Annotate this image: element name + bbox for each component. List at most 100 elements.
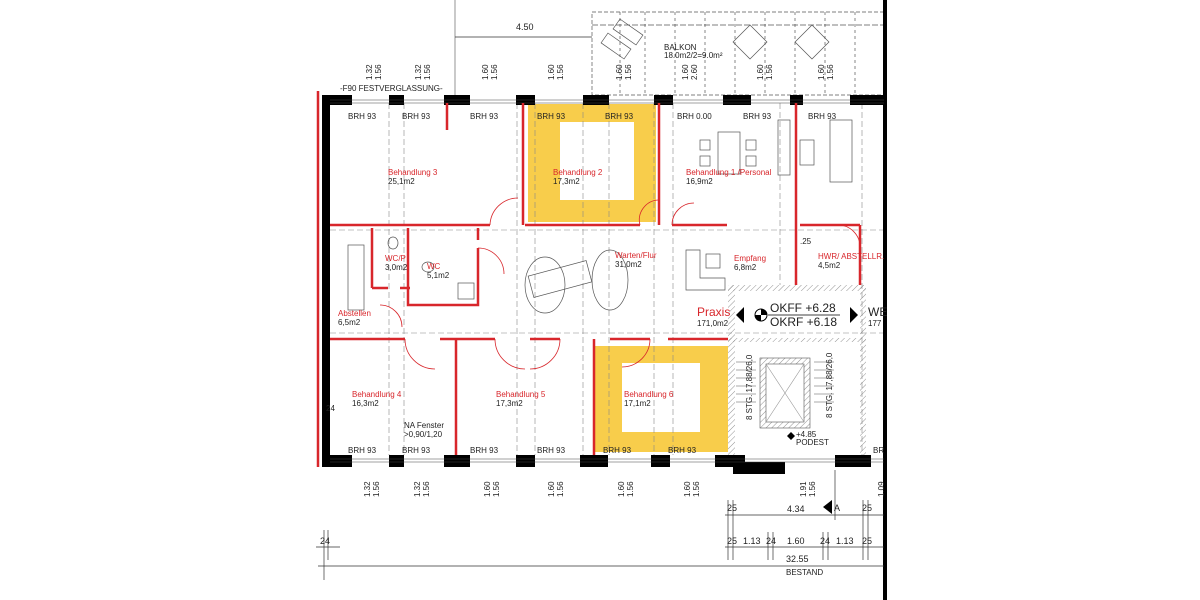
window-dimension: 1.60 xyxy=(756,64,765,80)
unit-area: 171,0m2 xyxy=(697,319,729,328)
room-area: 6,5m2 xyxy=(338,318,361,327)
unit-area: 177 xyxy=(868,319,882,328)
window-dimension: 1.60 xyxy=(683,481,692,497)
dimension-label: 25 xyxy=(727,503,737,513)
grid-lines xyxy=(330,103,884,455)
balcony-area: 18.0m2/2=9.0m² xyxy=(664,51,723,60)
window-dimension: 1.60 xyxy=(481,64,490,80)
room-area: 6,8m2 xyxy=(734,263,757,272)
window-dimension: 1.56 xyxy=(492,481,501,497)
stair-label: 8 STG. 17,88/26,0 xyxy=(745,354,754,420)
dimension-lines xyxy=(316,470,884,580)
dimension-label: 1.13 xyxy=(836,536,854,546)
parapet-height-label: BRH 93 xyxy=(537,446,566,455)
deck-chair-icon xyxy=(600,18,644,60)
window-dimension: 1.56 xyxy=(808,481,817,497)
window-dimension: 1.91 xyxy=(799,481,808,497)
dimension-label: 25 xyxy=(862,536,872,546)
room-area: 16,9m2 xyxy=(686,177,713,186)
window-dimension: 1.60 xyxy=(483,481,492,497)
section-marker-label: A xyxy=(834,503,840,513)
new-walls xyxy=(316,91,862,467)
podest-level: +4.85 xyxy=(796,430,817,439)
window-dimension: 1.56 xyxy=(626,481,635,497)
room-name: Abstellen xyxy=(338,309,371,318)
window-lines xyxy=(330,99,884,463)
glazing-label: -F90 FESTVERGLASSUNG- xyxy=(340,84,443,93)
parapet-height-label: BRH 93 xyxy=(402,112,431,121)
window-dimension: 1.56 xyxy=(826,64,835,80)
room-name: Behandlung 2 xyxy=(553,168,603,177)
doors xyxy=(379,197,861,370)
room-name: WC xyxy=(427,262,441,271)
parapet-height-label: BRH 93 xyxy=(743,112,772,121)
window-dimension: 1.60 xyxy=(817,64,826,80)
section-marker-icon xyxy=(823,500,832,514)
window-dimension: 1.56 xyxy=(556,481,565,497)
parapet-height-label: BRH 93 xyxy=(808,112,837,121)
floor-level: OKRF +6.18 xyxy=(770,315,837,329)
unit-name: WE xyxy=(868,305,887,319)
parapet-height-label: BRH 93 xyxy=(348,446,377,455)
parapet-height-label: BRH 93 xyxy=(537,112,566,121)
window-dimension: 1.56 xyxy=(372,481,381,497)
parapet-height-label: BRH 93 xyxy=(668,446,697,455)
stair-label: 8 STG. 17,88/26,0 xyxy=(825,352,834,418)
dimension-label: 1.60 xyxy=(787,536,805,546)
parapet-height-label: BRH 93 xyxy=(470,112,499,121)
window-dimension: 1.60 xyxy=(617,481,626,497)
dimension-label: 24 xyxy=(326,404,335,413)
room-area: 4,5m2 xyxy=(818,261,841,270)
room-area: 25,1m2 xyxy=(388,177,415,186)
room-name: WC/P xyxy=(385,254,406,263)
highlight-behandlung-2 xyxy=(528,104,656,222)
window-dimension: 1.56 xyxy=(374,64,383,80)
window-dimension: 1.32 xyxy=(365,64,374,80)
window-dimension: 1.09 xyxy=(877,481,886,497)
bestand-label: BESTAND xyxy=(786,568,823,577)
parapet-height-label: BRH 93 xyxy=(402,446,431,455)
highlight-behandlung-6 xyxy=(594,346,728,452)
furniture xyxy=(347,119,853,314)
room-name: Behandlung 5 xyxy=(496,390,546,399)
dimension-label: 25 xyxy=(727,536,737,546)
room-area: 31,0m2 xyxy=(615,260,642,269)
room-name: Warten/Flur xyxy=(615,251,657,260)
window-note: NA Fenster xyxy=(404,421,444,430)
window-note: >0,90/1,20 xyxy=(404,430,443,439)
level-arrow-left-icon xyxy=(736,307,744,323)
window-dimension: 1.56 xyxy=(422,481,431,497)
window-dimension: 1.60 xyxy=(681,64,690,80)
room-name: Behandlung 6 xyxy=(624,390,674,399)
parapet-height-label: BRH 93 xyxy=(603,446,632,455)
parapet-height-label: BRH 93 xyxy=(348,112,377,121)
window-dimension: 1.56 xyxy=(765,64,774,80)
parapet-height-label: BRH 93 xyxy=(470,446,499,455)
room-name: Behandlung 1 /Personal xyxy=(686,168,772,177)
dimension-label: 24 xyxy=(320,536,330,546)
room-area: 17,1m2 xyxy=(624,399,651,408)
floor-level: OKFF +6.28 xyxy=(770,301,836,315)
parapet-height-label: BR xyxy=(873,446,884,455)
stairwell xyxy=(728,285,866,455)
parapet-height-label: BRH 93 xyxy=(605,112,634,121)
window-dimension: 1.32 xyxy=(413,481,422,497)
dimension-label: 1.13 xyxy=(743,536,761,546)
room-area: 17,3m2 xyxy=(496,399,523,408)
balcony xyxy=(591,11,885,96)
podest-level-icon xyxy=(787,432,795,440)
dimension-label: 24 xyxy=(766,536,776,546)
parapet-height-label: BRH 0.00 xyxy=(677,112,712,121)
balcony-label: BALKON xyxy=(664,43,697,52)
dimension-label: .25 xyxy=(800,237,812,246)
window-dimension: 1.56 xyxy=(692,481,701,497)
dimension-label: 4.34 xyxy=(787,504,805,514)
window-dimension: 1.60 xyxy=(615,64,624,80)
room-area: 5,1m2 xyxy=(427,271,450,280)
room-area: 17,3m2 xyxy=(553,177,580,186)
window-dimension: 1.32 xyxy=(363,481,372,497)
window-dimension: 1.56 xyxy=(624,64,633,80)
table-icon xyxy=(732,24,830,60)
total-dimension: 32.55 xyxy=(786,554,809,564)
